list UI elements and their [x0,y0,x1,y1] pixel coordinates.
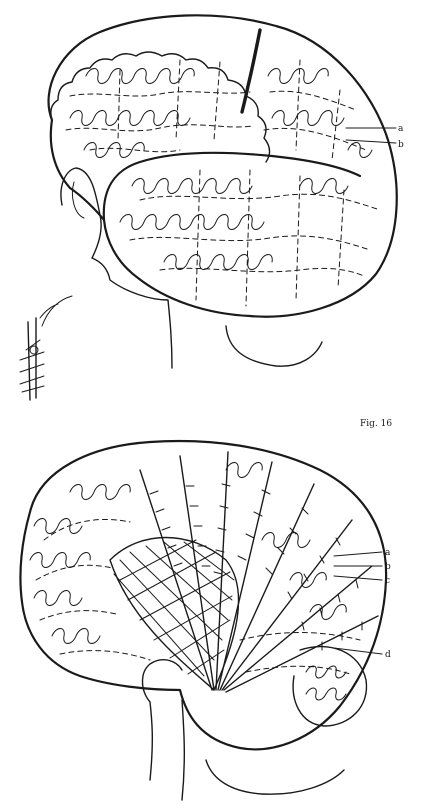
upper-label-a: a [398,124,404,134]
lower-label-c: c [385,576,390,586]
lower-cerebellum-outline [206,760,344,794]
upper-central-fissure [242,30,260,112]
upper-gyri-outline [51,52,270,162]
lower-label-d: d [385,650,391,660]
upper-brain-outline [49,15,397,316]
upper-label-b: b [398,140,404,150]
upper-ear [72,182,84,218]
upper-temporal-outline [104,153,360,220]
upper-brain-figure: a b [20,15,404,400]
lower-label-a: a [385,548,391,558]
lower-leader-c [334,576,382,580]
lower-neck-profile [143,660,185,800]
upper-hand-sketch [20,296,72,400]
upper-dashed-sulci [66,60,380,306]
lower-brain-figure: a b c d [20,441,391,800]
lower-leader-a [334,552,382,556]
lower-label-b: b [385,562,391,572]
lower-occipital-lobe [293,647,366,726]
figure-caption: Fig. 16 [360,419,392,429]
upper-coil-rows [70,69,372,270]
lower-brain-outline [20,441,386,749]
